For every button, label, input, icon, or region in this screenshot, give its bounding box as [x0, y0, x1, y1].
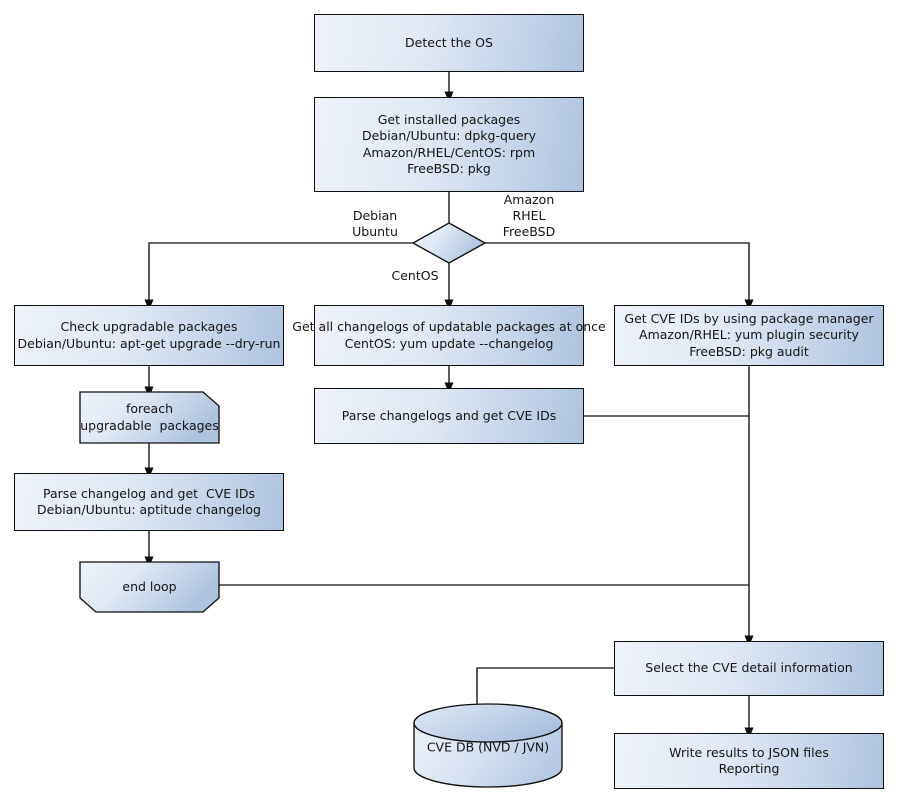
node-cve-database-label: CVE DB (NVD / JVN): [426, 739, 550, 755]
node-write-results-label: Write results to JSON files Reporting: [669, 744, 829, 777]
edge-label-debian-ubuntu: Debian Ubuntu: [352, 208, 398, 239]
edge-label-centos: CentOS: [391, 268, 439, 283]
node-end-loop-label: end loop: [122, 578, 177, 594]
node-get-cve-ids-package-manager[interactable]: Get CVE IDs by using package manager Ama…: [614, 305, 884, 366]
node-parse-changelogs-centos-label: Parse changelogs and get CVE IDs: [341, 407, 557, 423]
node-cve-database[interactable]: CVE DB (NVD / JVN): [414, 704, 562, 787]
node-get-installed-packages[interactable]: Get installed packages Debian/Ubuntu: dp…: [314, 97, 584, 192]
node-select-cve-detail[interactable]: Select the CVE detail information: [614, 641, 884, 696]
node-write-results[interactable]: Write results to JSON files Reporting: [614, 733, 884, 789]
node-get-all-changelogs[interactable]: Get all changelogs of updatable packages…: [292, 305, 606, 366]
node-detect-os[interactable]: Detect the OS: [314, 14, 584, 72]
node-parse-changelog-debian-label: Parse changelog and get CVE IDs Debian/U…: [37, 485, 261, 518]
node-check-upgradable-packages[interactable]: Check upgradable packages Debian/Ubuntu:…: [14, 305, 284, 366]
node-get-cve-ids-package-manager-label: Get CVE IDs by using package manager Ama…: [624, 310, 874, 359]
edge-label-amazon-rhel-freebsd: Amazon RHEL FreeBSD: [502, 192, 556, 239]
node-end-loop[interactable]: end loop: [80, 562, 219, 612]
node-parse-changelog-debian[interactable]: Parse changelog and get CVE IDs Debian/U…: [14, 473, 284, 531]
node-get-installed-packages-label: Get installed packages Debian/Ubuntu: dp…: [361, 111, 537, 177]
node-foreach-label: foreach upgradable packages: [80, 401, 219, 433]
node-check-upgradable-packages-label: Check upgradable packages Debian/Ubuntu:…: [17, 319, 281, 351]
node-detect-os-label: Detect the OS: [405, 34, 493, 50]
node-foreach-upgradable-packages[interactable]: foreach upgradable packages: [80, 392, 219, 443]
node-select-cve-detail-label: Select the CVE detail information: [645, 660, 853, 676]
os-decision-diamond: [411, 222, 487, 264]
node-parse-changelogs-centos[interactable]: Parse changelogs and get CVE IDs: [314, 388, 584, 444]
node-get-all-changelogs-label: Get all changelogs of updatable packages…: [292, 319, 606, 351]
